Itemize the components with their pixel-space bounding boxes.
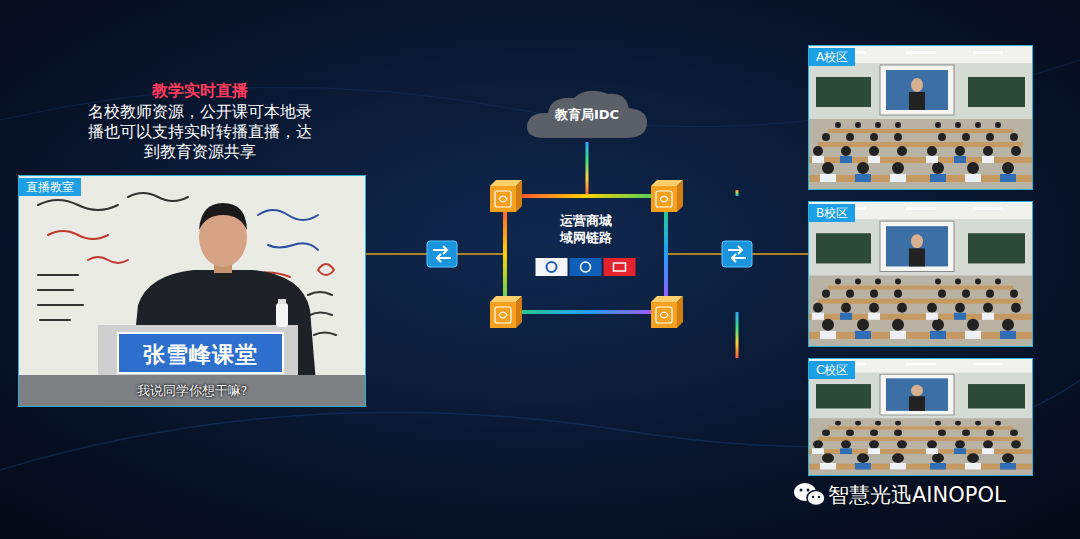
video-subtitle: 我说同学你想干嘛? <box>72 383 312 400</box>
connector <box>736 190 739 196</box>
connector <box>736 312 739 358</box>
live-classroom-panel: 直播教室 <box>18 175 366 407</box>
diagram-title: 教学实时直播 <box>85 81 315 102</box>
label-slot: 我说同学你想干嘛? <box>72 383 312 400</box>
panel-tab: C校区 <box>809 361 855 379</box>
metro-ring: 运营商城域网链路 <box>505 196 666 312</box>
connector <box>586 142 589 196</box>
description-text: 名校教师资源，公开课可本地录播也可以支持实时转播直播，达到教育资源共享 <box>85 102 315 162</box>
label-slot: 名校教师资源，公开课可本地录播也可以支持实时转播直播，达到教育资源共享 <box>85 102 315 162</box>
campus-panel: B校区 <box>808 201 1033 347</box>
watermark: 智慧光迅AINOPOL <box>828 481 1006 509</box>
node-label: 运营商城域网链路 <box>560 196 612 246</box>
cloud-node: 教育局IDC <box>522 86 652 142</box>
label-slot: 教学实时直播 <box>85 81 315 102</box>
podium-sign-text: 张雪峰课堂 <box>118 340 283 370</box>
panel-tab: A校区 <box>809 48 855 66</box>
panel-tab: 直播教室 <box>19 178 81 196</box>
label-slot: 智慧光迅AINOPOL <box>828 481 1006 509</box>
label-slot: 张雪峰课堂 <box>118 340 283 370</box>
campus-panel: A校区 <box>808 45 1033 190</box>
panel-tab: B校区 <box>809 204 855 222</box>
node-label: 教育局IDC <box>522 86 652 124</box>
campus-panel: C校区 <box>808 358 1033 476</box>
ring-network <box>485 176 686 332</box>
